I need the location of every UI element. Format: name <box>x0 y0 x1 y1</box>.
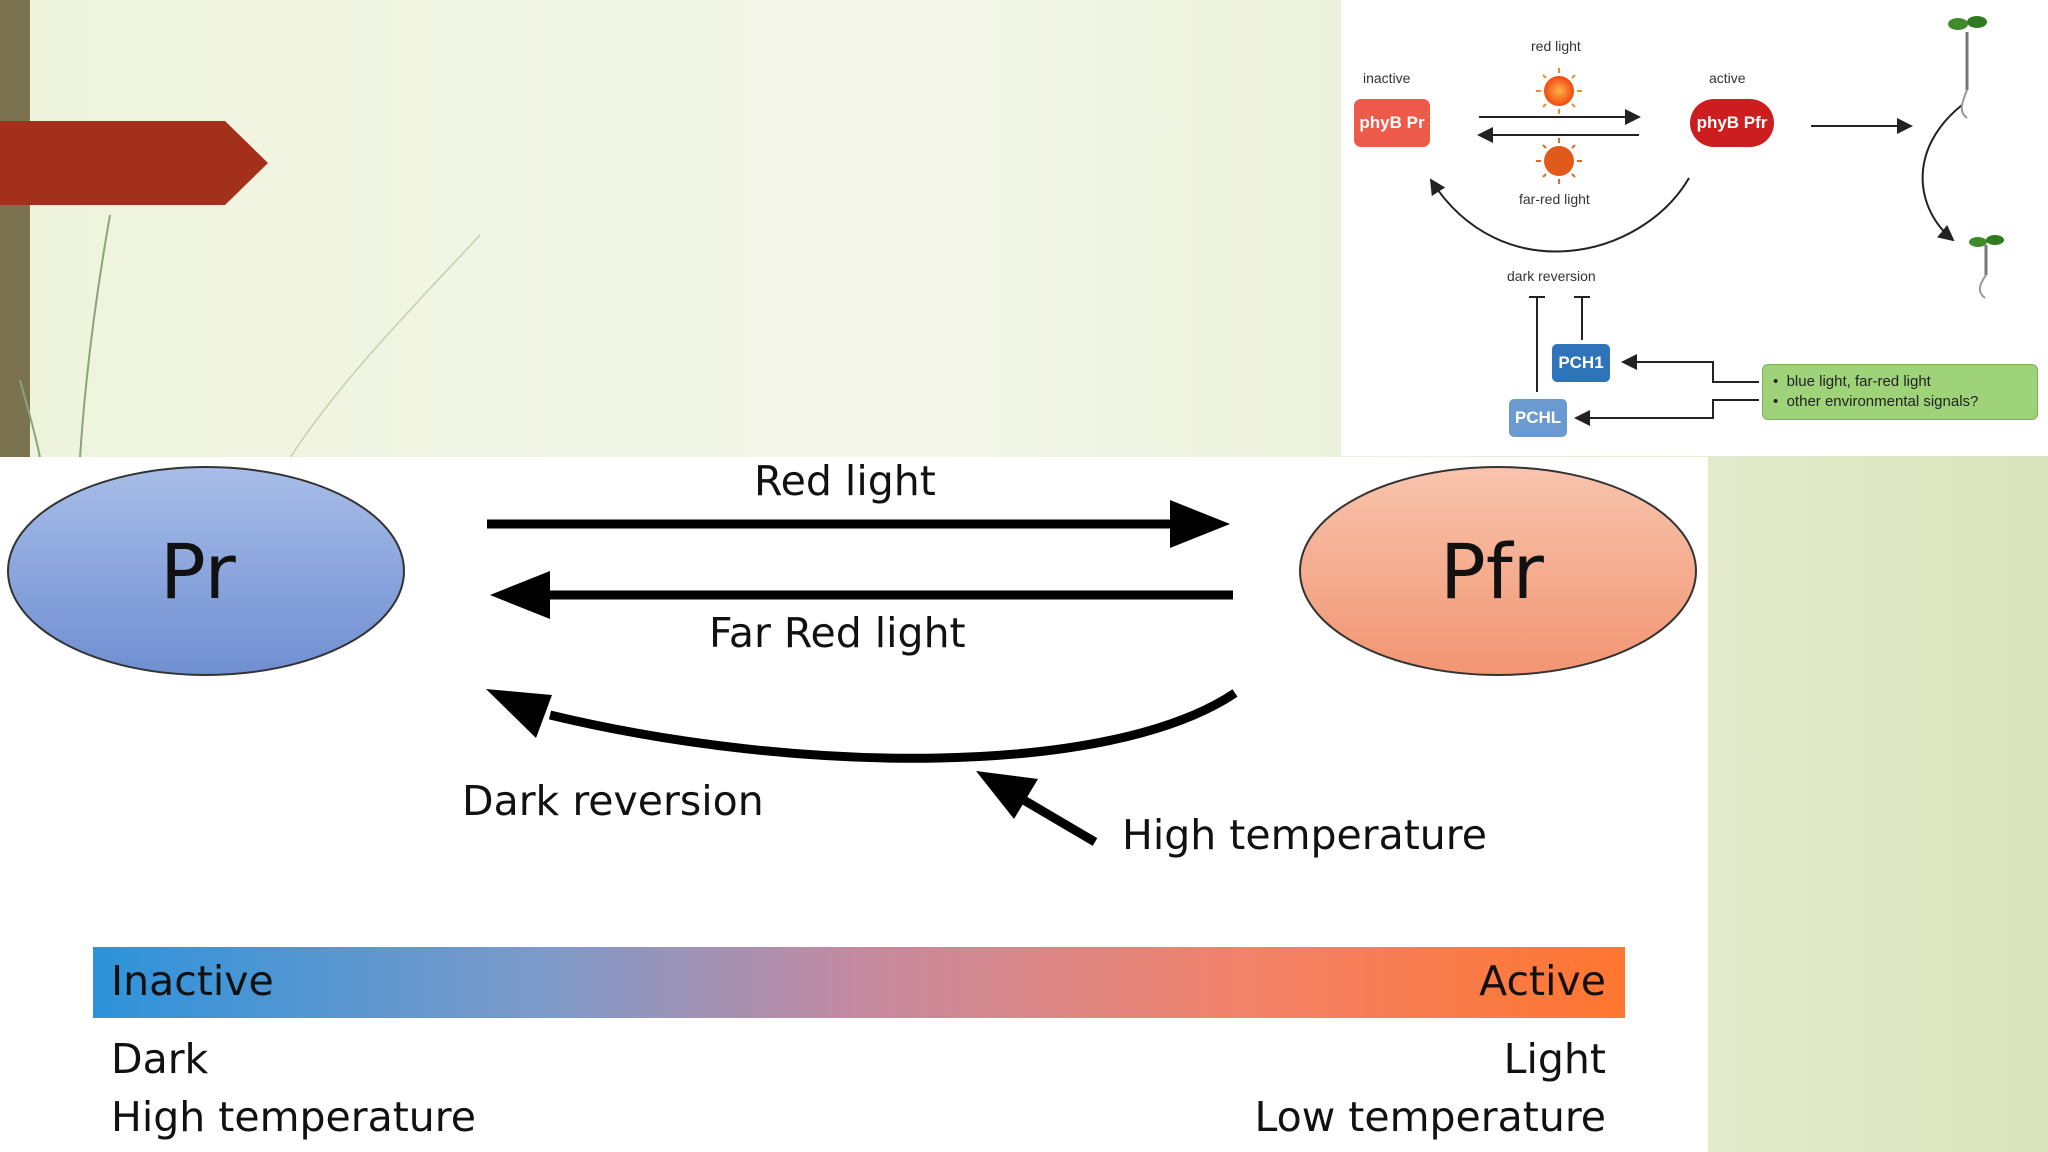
red-light-label: Red light <box>754 457 936 505</box>
inset-label-active: active <box>1709 70 1746 86</box>
sun-icon <box>1536 68 1582 114</box>
pfr-node-label: Pfr <box>1440 527 1544 616</box>
pchl-box: PCHL <box>1509 399 1567 437</box>
main-phytochrome-diagram: Pr Pfr Red light Far Red light Dark reve… <box>0 457 1708 1152</box>
inset-dark-reversion-arrow <box>1429 177 1690 253</box>
seedling-icon <box>1948 16 1987 119</box>
dark-reversion-arrow <box>548 689 1238 763</box>
dark-reversion-label: Dark reversion <box>462 777 764 825</box>
far-red-sun-icon <box>1536 138 1582 184</box>
pfr-node-shape <box>1299 466 1697 676</box>
pr-node-shape <box>7 466 405 676</box>
phyb-pfr-box: phyB Pfr <box>1690 99 1774 147</box>
inset-label-inactive: inactive <box>1363 70 1411 86</box>
environmental-signals-box: • blue light, far-red light • other envi… <box>1762 364 2038 420</box>
far-red-light-label: Far Red light <box>709 609 966 657</box>
high-temperature-label: High temperature <box>1122 811 1487 859</box>
decorative-lines <box>19 214 481 458</box>
active-label: Active <box>1479 957 1606 1005</box>
signal-item: • blue light, far-red light <box>1773 373 1931 390</box>
inset-label-red-light: red light <box>1531 38 1581 54</box>
pch1-box: PCH1 <box>1552 344 1610 382</box>
activity-gradient-bar <box>93 947 1625 1018</box>
seedling-icon <box>1969 235 2004 299</box>
condition-high-temperature: High temperature <box>111 1093 476 1141</box>
left-accent-stripe <box>0 0 30 458</box>
inset-label-far-red-light: far-red light <box>1519 191 1590 207</box>
inset-label-dark-reversion: dark reversion <box>1507 268 1596 284</box>
phyb-pr-box: phyB Pr <box>1354 99 1430 147</box>
inactive-label: Inactive <box>111 957 274 1005</box>
title-banner-arrow <box>0 121 268 205</box>
condition-low-temperature: Low temperature <box>1254 1093 1606 1141</box>
signal-item: • other environmental signals? <box>1773 393 1979 410</box>
condition-dark: Dark <box>111 1035 209 1083</box>
pr-node-label: Pr <box>160 527 236 616</box>
condition-light: Light <box>1503 1035 1606 1083</box>
inset-phytochrome-figure: inactive active red light far-red light … <box>1341 0 2048 456</box>
